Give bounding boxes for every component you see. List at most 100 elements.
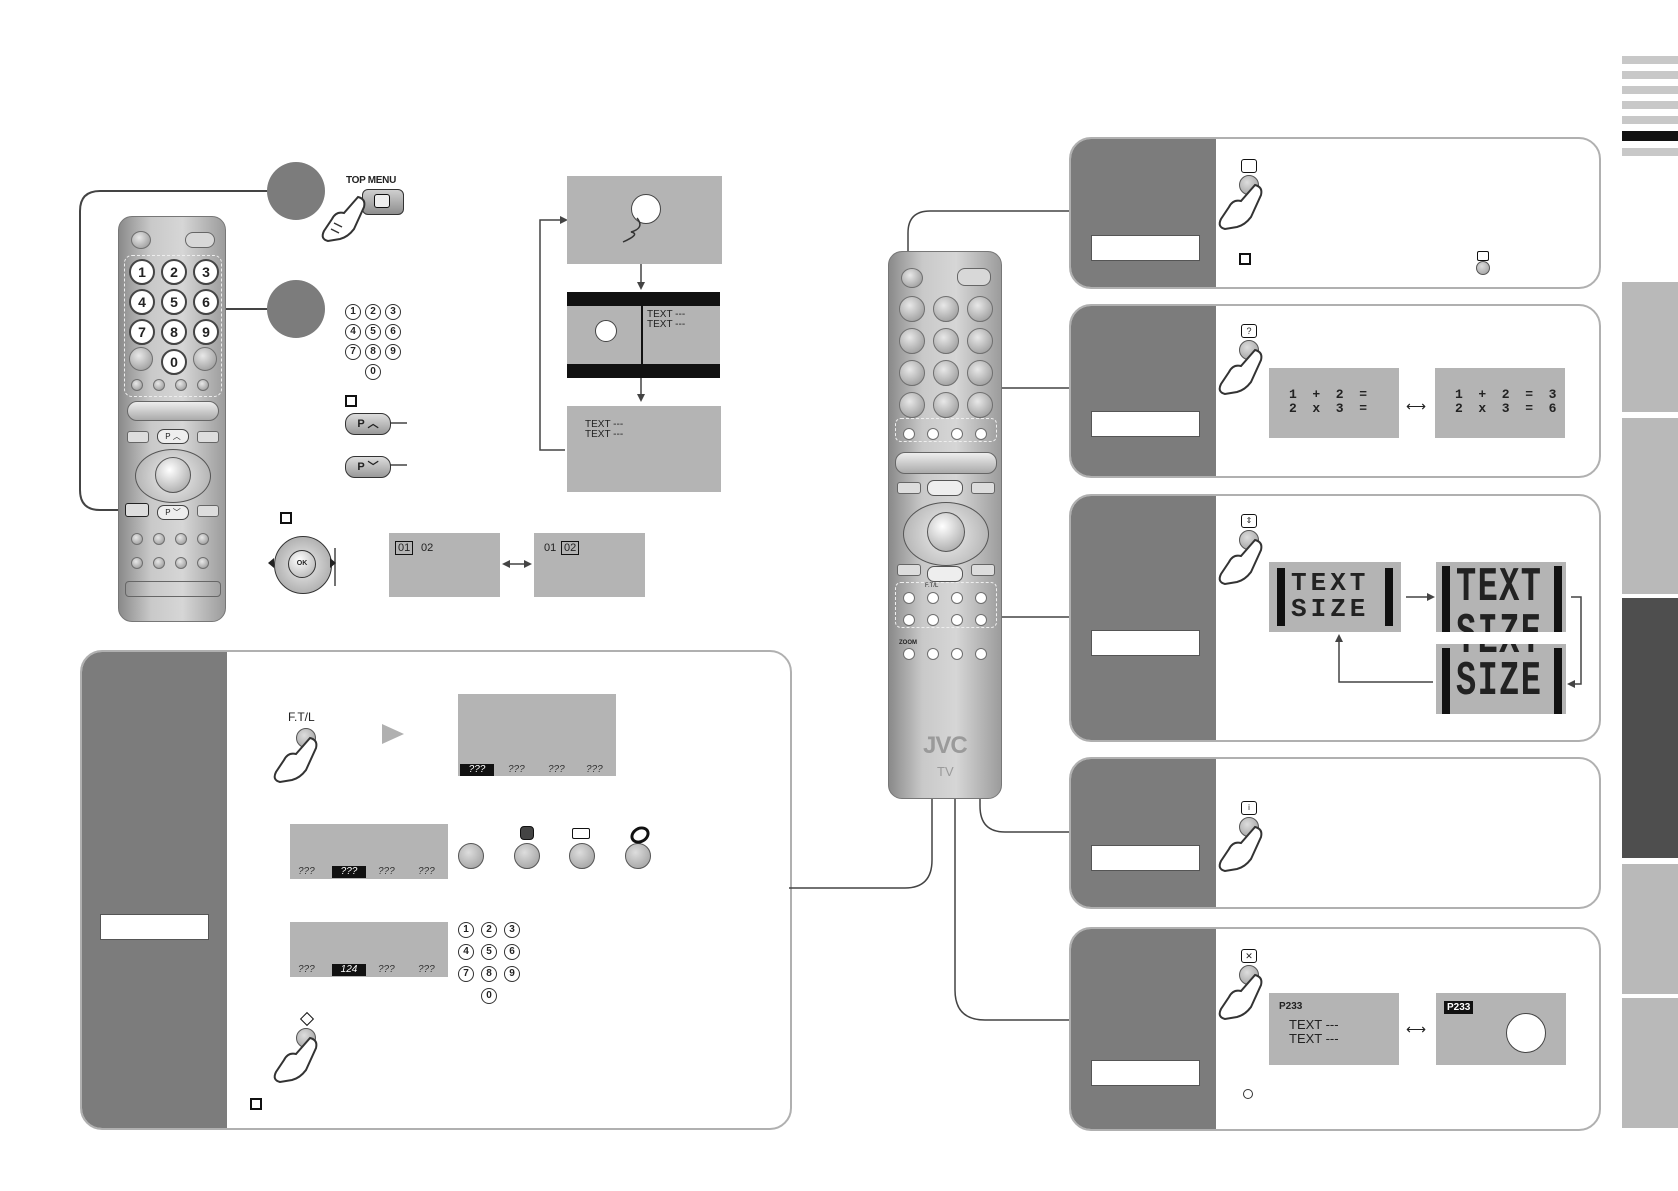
panel-label-box — [100, 914, 209, 940]
math-line: 2 x 3 = 6 — [1455, 401, 1557, 416]
remote-key[interactable]: 5 — [161, 289, 187, 315]
reveal-screen-before: 1 + 2 = 2 x 3 = — [1269, 368, 1399, 438]
pressing-hand-icon — [1218, 825, 1263, 873]
reveal-screen-after: 1 + 2 = 3 2 x 3 = 6 — [1435, 368, 1565, 438]
remote-top-left: 1 2 3 4 5 6 7 8 9 0 P ︿ P ﹀ — [118, 216, 226, 622]
cancel-screen-picture: P233 — [1436, 993, 1566, 1065]
teletext-line: TEXT --- — [647, 319, 686, 330]
brand-logo: JVC — [923, 732, 968, 759]
note-square — [250, 1098, 262, 1110]
math-line: 1 + 2 = 3 — [1455, 387, 1557, 402]
index-icon: i — [1241, 801, 1257, 815]
color-button[interactable] — [625, 843, 651, 869]
pressing-hand-icon — [1218, 348, 1263, 396]
ftl-screen-2: ??? ??? ??? ??? — [290, 824, 448, 879]
chapter-tab-1[interactable] — [1622, 282, 1678, 412]
pressing-hand-icon — [273, 736, 318, 784]
chapter-tab-2[interactable] — [1622, 418, 1678, 594]
cancel-screen-text: P233 TEXT --- TEXT --- — [1269, 993, 1399, 1065]
teletext-line: TEXT --- — [1289, 1017, 1339, 1032]
remote-key[interactable]: 7 — [129, 319, 155, 345]
top-menu-button-illustration[interactable]: TOP MENU — [318, 175, 408, 245]
remote-key[interactable]: 2 — [161, 259, 187, 285]
p-up-button[interactable]: P ︿ — [345, 413, 391, 435]
panel-label-box — [1091, 235, 1200, 261]
tv-screen-picture — [567, 176, 722, 264]
remote-key[interactable]: 4 — [129, 289, 155, 315]
size-text-line: SIZE — [1456, 610, 1542, 632]
key: 9 — [385, 344, 401, 360]
top-menu-small-key[interactable] — [125, 503, 149, 517]
tv-screen-text: TEXT --- TEXT --- — [567, 406, 721, 492]
page-number: 01 — [544, 542, 557, 554]
remote-key[interactable]: 9 — [193, 319, 219, 345]
chapter-tab-4[interactable] — [1622, 864, 1678, 994]
key: 2 — [365, 304, 381, 320]
ftl-screen-3: ??? 124 ??? ??? — [290, 922, 448, 977]
top-menu-label: TOP MENU — [346, 175, 397, 186]
page-screen-right: 01 02 — [534, 533, 645, 597]
flow-arrows — [1335, 593, 1582, 688]
teletext-line: TEXT --- — [1289, 1031, 1339, 1046]
ftl-item-selected: ??? — [332, 866, 366, 878]
remote-key[interactable]: 6 — [193, 289, 219, 315]
page-number-selected: 02 — [561, 541, 580, 555]
math-line: 2 x 3 = — [1289, 401, 1368, 416]
panel-index: i — [1069, 757, 1601, 909]
math-line: 1 + 2 = — [1289, 387, 1368, 402]
key: 2 — [481, 922, 497, 938]
ftl-panel: F.T/L ??? ??? ??? ??? ??? ??? ??? ??? ??… — [80, 650, 792, 1130]
size-text-line: TEXT — [1456, 562, 1543, 615]
key: 5 — [365, 324, 381, 340]
index-stripes — [1622, 56, 1678, 166]
ftl-label: F.T/L — [288, 710, 315, 724]
remote-key[interactable]: 3 — [193, 259, 219, 285]
ftl-item: ??? — [298, 866, 315, 877]
size-text-line: TEXT — [1291, 568, 1370, 598]
page-number-selected: 01 — [395, 541, 414, 555]
key: 0 — [481, 988, 497, 1004]
note-square — [280, 512, 292, 524]
menu-icon — [374, 194, 390, 208]
hold-icon — [1241, 159, 1257, 173]
key: 3 — [504, 922, 520, 938]
teletext-line: TEXT --- — [585, 429, 624, 440]
p-down-button[interactable]: P ﹀ — [345, 456, 391, 478]
direction-pad[interactable]: OK — [268, 536, 336, 594]
step-circle-1 — [267, 162, 325, 220]
ftl-screen-1: ??? ??? ??? ??? — [458, 694, 616, 776]
pressing-hand-icon — [273, 1036, 318, 1084]
hold-icon-small — [1477, 251, 1489, 261]
remote-right: F.T/L ZOOM JVC TV — [888, 251, 1002, 799]
panel-size: ⇕ TEXT SIZE TEXT SIZE TEXT SIZE — [1069, 494, 1601, 742]
color-button[interactable] — [514, 843, 540, 869]
ftl-item: ??? — [418, 866, 435, 877]
ftl-button-illustration[interactable]: F.T/L — [272, 710, 332, 784]
note-square — [1239, 253, 1251, 265]
size-screen-normal: TEXT SIZE — [1269, 562, 1401, 632]
color-button[interactable] — [569, 843, 595, 869]
cylinder-icon — [520, 826, 534, 840]
chapter-tab-active[interactable] — [1622, 598, 1678, 858]
cassette-icon — [572, 828, 590, 839]
remote-key[interactable]: 0 — [161, 349, 187, 375]
pressing-hand-icon — [1218, 183, 1263, 231]
reveal-icon: ? — [1241, 324, 1257, 338]
ftl-item: ??? — [508, 764, 525, 775]
page-screen-left: 01 02 — [389, 533, 500, 597]
remote-key[interactable]: 1 — [129, 259, 155, 285]
panel-label-box — [1091, 411, 1200, 437]
remote-key[interactable]: 8 — [161, 319, 187, 345]
key: 0 — [365, 364, 381, 380]
pressing-hand-icon — [1218, 973, 1263, 1021]
chapter-tab-5[interactable] — [1622, 998, 1678, 1128]
key: 7 — [345, 344, 361, 360]
double-arrow-icon: ⟷ — [1406, 398, 1427, 414]
double-arrow-icon: ⟷ — [1406, 1021, 1427, 1037]
color-button[interactable] — [458, 843, 484, 869]
key: 8 — [481, 966, 497, 982]
panel-label-box — [1091, 1060, 1200, 1086]
tv-screen-split: TEXT --- TEXT --- — [567, 292, 720, 378]
pressing-hand-icon — [321, 195, 366, 243]
store-button-illustration[interactable] — [272, 1011, 332, 1092]
